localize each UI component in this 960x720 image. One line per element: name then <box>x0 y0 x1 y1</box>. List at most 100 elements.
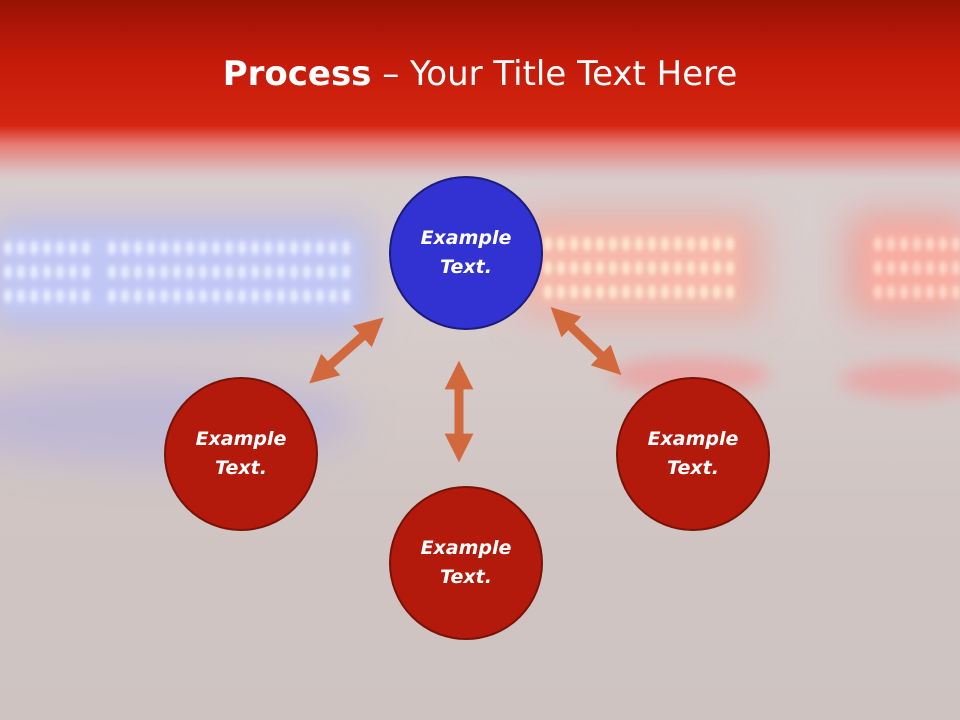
node-left-line1: Example <box>195 428 287 450</box>
light-dot <box>251 289 259 303</box>
light-dot <box>303 265 311 279</box>
light-dot <box>329 241 337 255</box>
light-dot <box>264 265 272 279</box>
light-dot <box>583 261 591 275</box>
title-bar <box>0 0 960 180</box>
light-dot <box>264 289 272 303</box>
slide-title: Process – Your Title Text Here <box>0 52 960 96</box>
light-dot <box>212 265 220 279</box>
light-dot <box>134 289 142 303</box>
light-dot <box>570 237 578 251</box>
light-dot <box>69 241 77 255</box>
light-dot <box>199 265 207 279</box>
light-dot <box>121 265 129 279</box>
light-dot <box>635 237 643 251</box>
light-dot <box>238 265 246 279</box>
light-dot <box>926 237 934 251</box>
light-dot <box>544 237 552 251</box>
light-dot <box>342 289 350 303</box>
light-dot <box>726 261 734 275</box>
node-bottom-line2: Text. <box>440 566 492 588</box>
node-bottom[interactable]: Example Text. <box>389 486 543 640</box>
light-dot <box>277 241 285 255</box>
light-dot <box>913 285 921 299</box>
light-dot <box>674 285 682 299</box>
light-dot <box>939 261 947 275</box>
light-dot <box>173 241 181 255</box>
light-dot <box>4 265 12 279</box>
light-dot <box>17 289 25 303</box>
light-dot <box>609 285 617 299</box>
light-dot <box>82 289 90 303</box>
light-dot <box>887 237 895 251</box>
light-dot <box>277 265 285 279</box>
light-dot <box>290 265 298 279</box>
light-dot <box>225 289 233 303</box>
light-dot <box>43 241 51 255</box>
light-dot <box>264 241 272 255</box>
light-dot <box>596 285 604 299</box>
node-left[interactable]: Example Text. <box>164 377 318 531</box>
light-dot <box>30 241 38 255</box>
light-dot <box>186 289 194 303</box>
light-dot <box>160 265 168 279</box>
light-dot <box>913 261 921 275</box>
light-dot <box>82 241 90 255</box>
light-dot <box>199 241 207 255</box>
light-dot <box>290 289 298 303</box>
light-dot <box>108 289 116 303</box>
light-dot <box>687 261 695 275</box>
light-dot <box>251 265 259 279</box>
light-dot <box>939 285 947 299</box>
light-dot <box>939 237 947 251</box>
node-right-line2: Text. <box>667 457 719 479</box>
light-dot <box>225 241 233 255</box>
light-dot <box>596 237 604 251</box>
light-dot <box>17 265 25 279</box>
node-right-line1: Example <box>647 428 739 450</box>
light-dot <box>56 241 64 255</box>
light-dot <box>303 289 311 303</box>
light-dot <box>316 241 324 255</box>
light-dot <box>108 265 116 279</box>
light-dot <box>926 261 934 275</box>
light-dot <box>160 241 168 255</box>
light-dot <box>329 265 337 279</box>
light-dot <box>952 237 960 251</box>
light-dot <box>926 285 934 299</box>
node-top-line2: Text. <box>440 256 492 278</box>
node-top[interactable]: Example Text. <box>389 176 543 330</box>
light-dot <box>17 241 25 255</box>
light-dot <box>30 265 38 279</box>
light-dot <box>583 237 591 251</box>
light-dot <box>147 289 155 303</box>
node-right[interactable]: Example Text. <box>616 377 770 531</box>
light-dot <box>713 285 721 299</box>
light-dot <box>134 265 142 279</box>
light-dot <box>622 285 630 299</box>
light-dot <box>316 265 324 279</box>
light-dot <box>173 289 181 303</box>
light-dot <box>238 241 246 255</box>
light-dot <box>557 261 565 275</box>
light-dot <box>303 241 311 255</box>
light-dot <box>199 289 207 303</box>
light-dot <box>251 241 259 255</box>
node-bottom-line1: Example <box>420 537 512 559</box>
arrow-top-right <box>550 307 622 375</box>
light-dot <box>648 285 656 299</box>
light-dot <box>713 237 721 251</box>
light-dot <box>700 285 708 299</box>
light-dot <box>557 237 565 251</box>
light-dot <box>225 265 233 279</box>
light-dot <box>874 285 882 299</box>
light-dot <box>329 289 337 303</box>
light-dot <box>952 261 960 275</box>
light-dot <box>661 285 669 299</box>
light-dot <box>622 237 630 251</box>
light-dot <box>648 237 656 251</box>
light-dot <box>913 237 921 251</box>
light-dot <box>147 241 155 255</box>
light-dot <box>687 285 695 299</box>
